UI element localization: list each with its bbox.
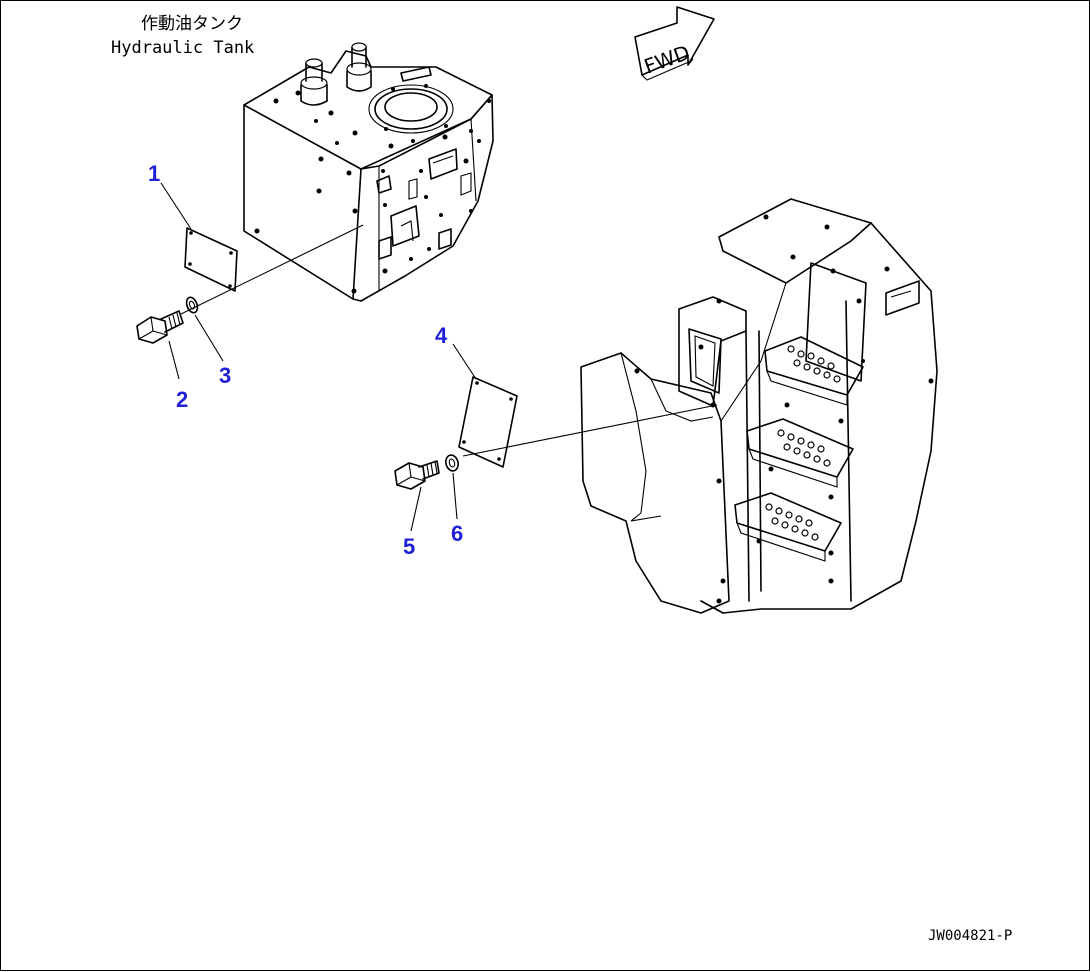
title-japanese: 作動油タンク (141, 14, 243, 34)
drawing-number: JW004821-P (928, 928, 1012, 944)
center-line-1 (180, 224, 364, 315)
callout-1: 1 (148, 161, 160, 186)
leader-line-5 (410, 486, 422, 532)
leader-line-4 (452, 343, 477, 380)
part-3-washer (185, 296, 199, 314)
fwd-label: FWD (641, 40, 693, 79)
part-4-cover-plate (458, 376, 518, 468)
callout-6: 6 (451, 521, 463, 546)
callout-5: 5 (403, 534, 415, 559)
center-line-4 (462, 404, 718, 457)
part-5-bolt (394, 460, 440, 490)
fwd-arrow-icon: FWD (634, 6, 715, 81)
part-2-bolt (136, 310, 184, 344)
callout-4: 4 (435, 323, 448, 348)
callout-3: 3 (219, 363, 231, 388)
callout-2: 2 (176, 387, 188, 412)
leader-line-6 (452, 472, 458, 520)
leader-line-1 (160, 182, 192, 230)
step-holes (765, 345, 841, 541)
part-6-washer (445, 454, 459, 472)
part-1-cover-plate (184, 227, 238, 292)
leader-line-2 (168, 340, 180, 380)
leader-line-3 (194, 314, 224, 362)
frame-structure (580, 198, 938, 614)
title-english: Hydraulic Tank (111, 38, 254, 58)
hydraulic-tank (243, 42, 494, 302)
